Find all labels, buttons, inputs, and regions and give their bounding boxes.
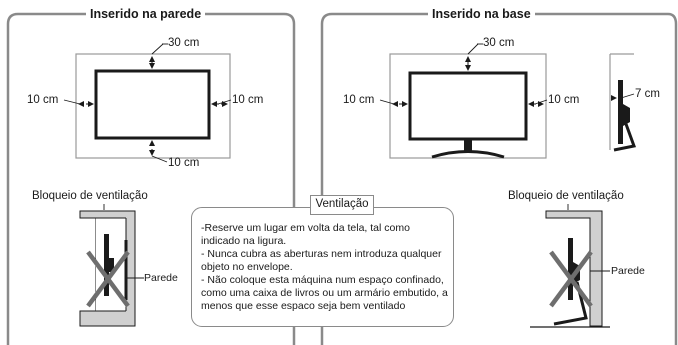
note-line-3: - Não coloque esta máquina num espaço co… xyxy=(201,274,448,312)
base-right-clearance-label: 10 cm xyxy=(548,94,580,106)
base-blocked-monitor-side xyxy=(568,238,573,300)
base-monitor xyxy=(408,71,528,141)
base-side-clearance-label: 7 cm xyxy=(635,88,660,100)
base-top-clearance-label: 30 cm xyxy=(483,37,515,49)
base-left-clearance-label: 10 cm xyxy=(343,94,375,106)
base-wall-label: Parede xyxy=(611,265,645,277)
wall-panel-title: Inserido na parede xyxy=(86,7,206,21)
ventilation-note-body: -Reserve um lugar em volta da tela, tal … xyxy=(201,222,449,313)
note-line-1: -Reserve um lugar em volta da tela, tal … xyxy=(201,222,410,247)
wall-mounted-monitor-side xyxy=(104,234,109,296)
ventilation-note-title: Ventilação xyxy=(310,195,374,215)
side-view-monitor xyxy=(618,80,623,144)
base-vent-block-label: Bloqueio de ventilação xyxy=(508,190,624,202)
wall-monitor xyxy=(94,69,211,140)
wall-wall-label: Parede xyxy=(144,272,178,284)
wall-clearance-box xyxy=(75,53,231,159)
wall-top-clearance-label: 30 cm xyxy=(168,37,200,49)
wall-right-clearance-label: 10 cm xyxy=(232,94,264,106)
wall-vent-block-label: Bloqueio de ventilação xyxy=(32,190,148,202)
wall-left-clearance-label: 10 cm xyxy=(27,94,59,106)
base-cabinet xyxy=(545,210,603,327)
note-line-2: - Nunca cubra as aberturas nem introduza… xyxy=(201,248,442,273)
wall-bottom-clearance-label: 10 cm xyxy=(168,157,200,169)
base-panel-title: Inserido na base xyxy=(428,7,535,21)
